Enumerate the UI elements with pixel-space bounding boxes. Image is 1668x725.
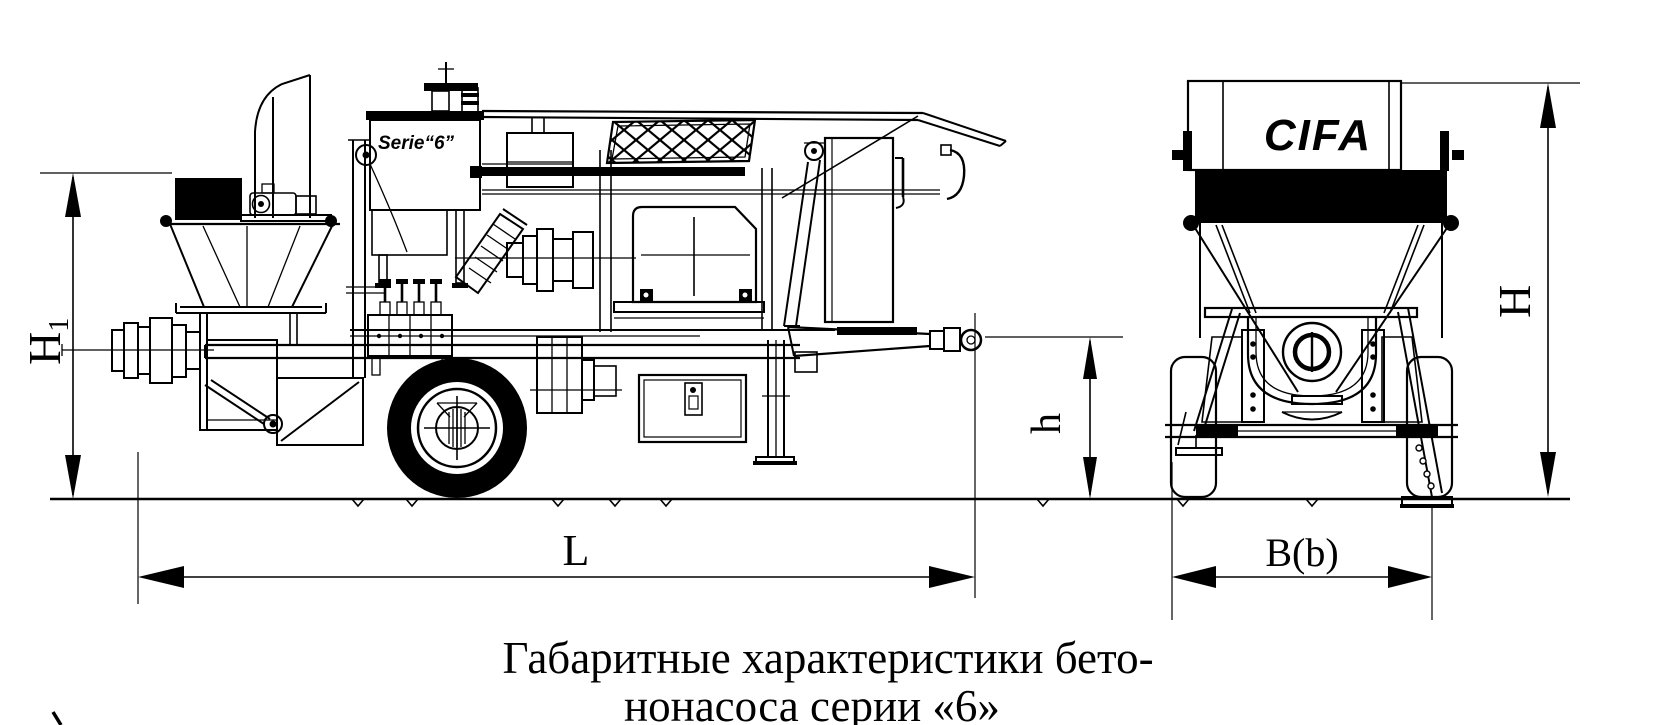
front-mast [346, 139, 408, 378]
chassis [204, 343, 800, 360]
discharge-outlet [61, 317, 214, 384]
toolbox [637, 373, 748, 444]
rear-pulley [804, 141, 824, 161]
caption-line-2: нонасоса серии «6» [624, 681, 1000, 725]
rear-support-legs [1175, 307, 1454, 508]
dimension-label-h-small: h [1024, 413, 1070, 434]
dimension-h-small: h [985, 336, 1123, 499]
serie6-label: Serie“6” [378, 133, 455, 154]
rear-bearing-assembly [1201, 317, 1423, 423]
lower-gearbox [530, 336, 622, 414]
stabilizer-leg [753, 340, 797, 465]
dimension-label-b: B(b) [1265, 530, 1338, 575]
dimension-b: B(b) [1171, 462, 1433, 620]
page-corner-mark [51, 711, 63, 725]
cifa-logo: CIFA [1264, 111, 1372, 160]
valve-bank [367, 279, 453, 376]
agitator-shaft-port [1281, 321, 1343, 383]
dimension-label-h-rear: H [1489, 285, 1540, 318]
left-tire-rear [1169, 355, 1218, 499]
mesh-grille [605, 118, 757, 165]
charging-hopper [160, 74, 340, 345]
front-pulley [355, 144, 377, 166]
dimension-label-l: L [563, 526, 590, 575]
rear-axle-frame [1165, 355, 1458, 499]
rear-view-drawing: CIFA [1165, 79, 1464, 508]
wheel [387, 358, 527, 498]
electric-motor [613, 205, 765, 319]
hopper-black-box [175, 178, 242, 220]
rear-gantry-cabinet [761, 136, 966, 330]
rear-hopper [1172, 131, 1464, 393]
ground-line [50, 497, 1570, 508]
dimension-l: L [137, 313, 976, 604]
caption-line-1: Габаритные характеристики бето- [502, 633, 1153, 683]
tow-eye [959, 328, 983, 352]
air-filter [424, 62, 479, 114]
tow-drawbar [787, 325, 983, 373]
rear-top-panel: CIFA [1186, 79, 1403, 172]
hopper-band [1195, 170, 1447, 223]
figure-caption: Габаритные характеристики бето- нонасоса… [502, 633, 1153, 725]
pump-housing [199, 312, 364, 446]
s-pipe-coupling [454, 208, 636, 295]
dimension-label-h1: H1 [19, 318, 75, 365]
dimension-h1: H1 [19, 172, 172, 499]
side-view-drawing: Serie“6” [61, 62, 1007, 498]
deck-canopy [350, 109, 1007, 337]
dimension-h-rear: H [1401, 82, 1580, 497]
serie6-cabinet: Serie“6” [366, 111, 484, 288]
control-cabinet [823, 136, 895, 324]
rear-grab-handle [946, 148, 966, 201]
